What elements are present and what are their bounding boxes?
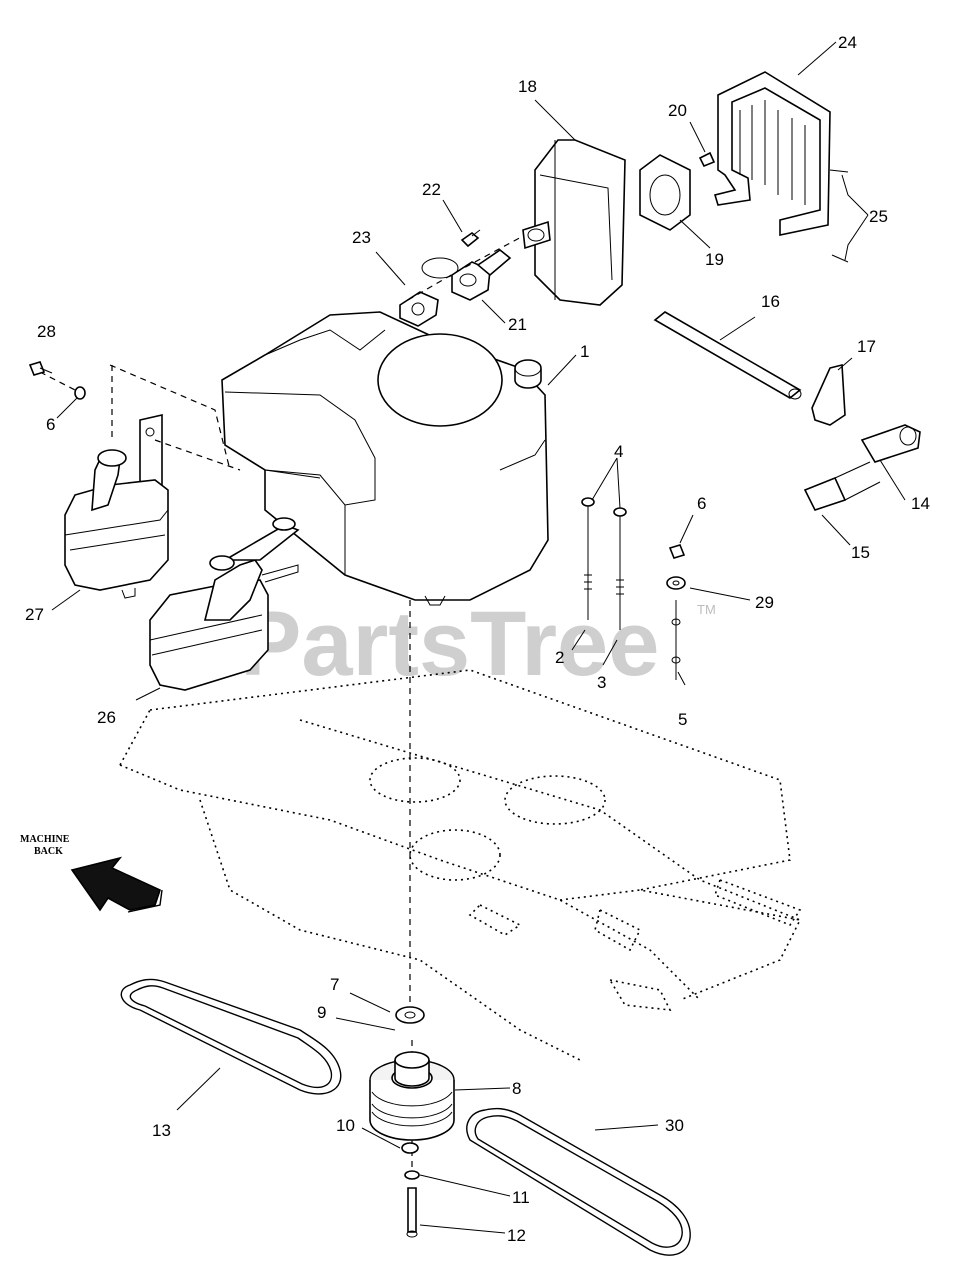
callout-19: 19 (705, 250, 724, 269)
bolt-2 (581, 497, 595, 620)
fitting-15 (803, 461, 881, 511)
watermark: PartsTree TM (240, 593, 716, 695)
assembly-line-bolt28 (39, 371, 76, 391)
bolt-20 (698, 151, 716, 168)
washer-6-left (74, 386, 86, 400)
callout-22: 22 (422, 180, 441, 199)
machine-back-label-line1: MACHINE (20, 834, 70, 845)
stack-5-6-29 (666, 544, 686, 680)
callout-17: 17 (857, 337, 876, 356)
callout-5: 5 (678, 710, 687, 729)
callout-30: 30 (665, 1116, 684, 1135)
callout-25: 25 (869, 207, 888, 226)
muffler-18 (522, 139, 626, 306)
callout-16: 16 (761, 292, 780, 311)
heat-shield-24 (713, 71, 831, 236)
assembly-line-muffler (109, 364, 231, 471)
gasket-23 (399, 291, 439, 327)
muffler-27 (64, 413, 169, 599)
callout-1: 1 (580, 342, 589, 361)
assembly-line-exhaust (407, 234, 526, 301)
callout-7: 7 (330, 975, 339, 994)
washer-10 (401, 1142, 419, 1154)
bolt-3 (613, 507, 627, 630)
callout-10: 10 (336, 1116, 355, 1135)
callout-6-right: 6 (697, 494, 706, 513)
callout-9: 9 (317, 1003, 326, 1022)
machine-back-label-line2: BACK (34, 846, 63, 857)
callout-2: 2 (555, 648, 564, 667)
bolt-28 (28, 361, 53, 376)
callout-3: 3 (597, 673, 606, 692)
callout-28: 28 (37, 322, 56, 341)
belt-30 (466, 1107, 691, 1256)
assembly-line-bracket2 (154, 439, 241, 471)
fitting-14 (860, 424, 921, 463)
callout-8: 8 (512, 1079, 521, 1098)
watermark-trademark: TM (697, 602, 716, 617)
callout-20: 20 (668, 101, 687, 120)
washer-9 (395, 1006, 425, 1024)
callout-12: 12 (507, 1226, 526, 1245)
callout-24: 24 (838, 33, 857, 52)
clip-17 (811, 363, 846, 426)
belt-13 (120, 978, 342, 1095)
tube-16 (653, 311, 802, 400)
callout-14: 14 (911, 494, 930, 513)
callout-numbers: 1 2 3 4 5 6 6 7 8 9 10 11 12 13 14 15 16… (25, 33, 930, 1245)
callout-27: 27 (25, 605, 44, 624)
callout-15: 15 (851, 543, 870, 562)
callout-11: 11 (512, 1188, 530, 1207)
callout-26: 26 (97, 708, 116, 727)
callout-4: 4 (614, 442, 623, 461)
engine (221, 257, 549, 606)
callout-21: 21 (508, 315, 527, 334)
plate-19 (639, 154, 691, 231)
leader-lines (51, 41, 906, 1234)
machine-back-arrow: MACHINE BACK (20, 834, 163, 913)
exhaust-elbow-21 (451, 249, 512, 301)
watermark-text: PartsTree (240, 593, 659, 695)
muffler-26 (149, 517, 300, 691)
bolt-22 (460, 229, 481, 248)
screws-25 (829, 169, 849, 263)
bolt-12 (406, 1187, 418, 1238)
callout-23: 23 (352, 228, 371, 247)
callout-6-left: 6 (46, 415, 55, 434)
pulley-8 (369, 1051, 455, 1141)
callout-13: 13 (152, 1121, 171, 1140)
callout-18: 18 (518, 77, 537, 96)
mower-deck (119, 669, 802, 1061)
callout-29: 29 (755, 593, 774, 612)
washer-11 (404, 1170, 420, 1180)
